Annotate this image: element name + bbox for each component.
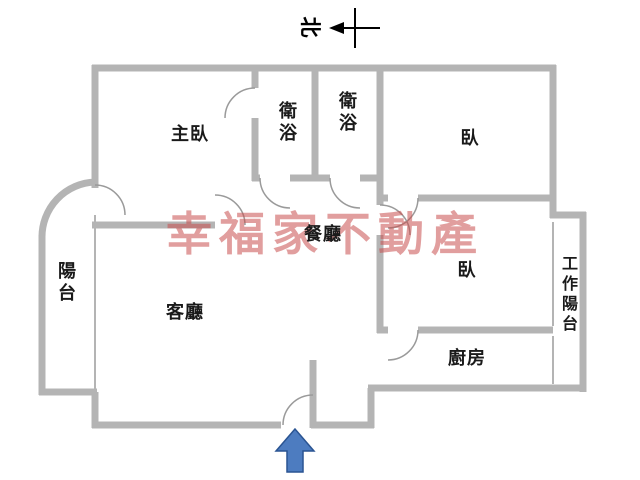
room-label-bathroom-2: 衛浴 [337, 91, 357, 135]
entrance-arrow [274, 427, 316, 473]
room-label-dining-room: 餐廳 [304, 224, 342, 244]
room-label-kitchen: 廚房 [448, 348, 486, 368]
room-label-bathroom-1: 衛浴 [277, 101, 297, 145]
room-label-balcony: 陽台 [56, 261, 76, 305]
north-arrow-head [329, 22, 344, 34]
walls-path [38, 64, 587, 429]
room-label-living-room: 客廳 [166, 302, 204, 322]
room-label-bedroom-top: 臥 [460, 128, 480, 148]
windows-path [94, 215, 554, 392]
watermark-text: 幸福家不動產 [166, 209, 484, 260]
room-label-bedroom-right: 臥 [457, 260, 477, 280]
room-label-work-balcony: 工作陽台 [559, 255, 576, 335]
door-arcs-path [94, 87, 419, 426]
north-label: 北 [298, 16, 321, 38]
room-label-master-bedroom: 主臥 [171, 124, 209, 144]
